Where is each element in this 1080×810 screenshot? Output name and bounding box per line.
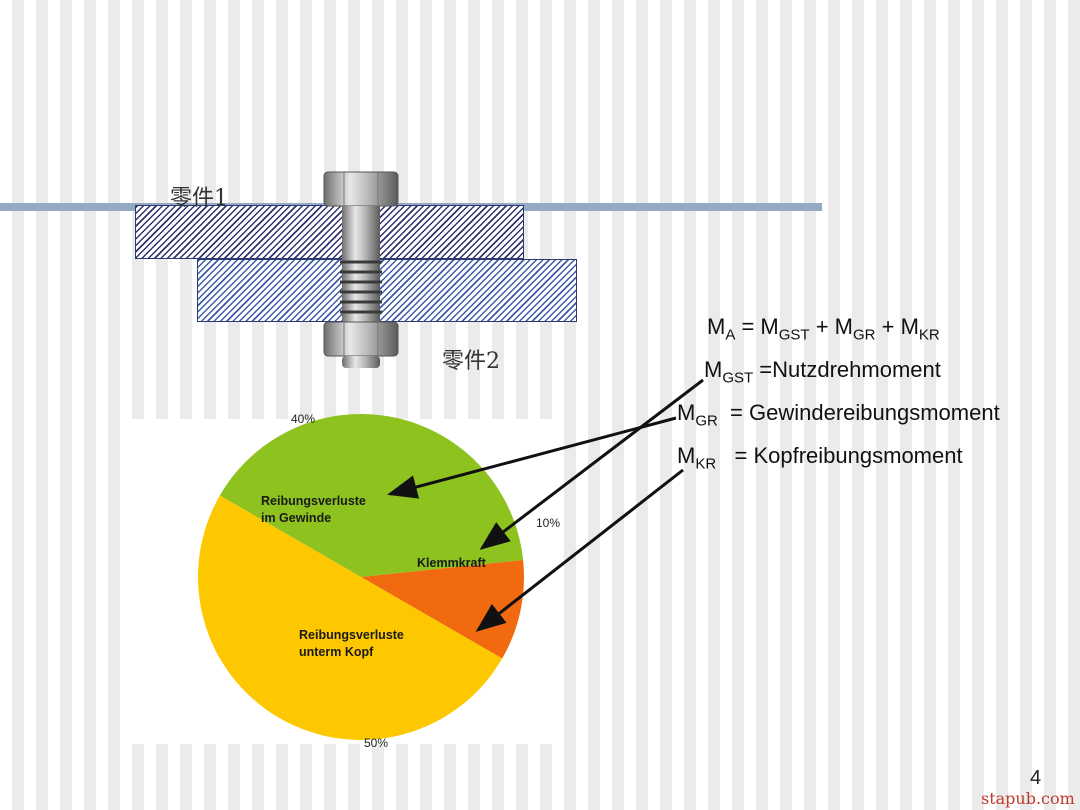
bolt-illustration bbox=[323, 171, 399, 368]
pie-percent-label: 10% bbox=[536, 516, 560, 530]
pie-slice-label: Reibungsverluste bbox=[299, 628, 404, 642]
pie-slice-label: Klemmkraft bbox=[417, 556, 487, 570]
part2-label: 零件2 bbox=[442, 349, 500, 374]
pie-slice-2 bbox=[198, 495, 503, 740]
formula-gr-definition: MGR = Gewindereibungsmoment bbox=[677, 400, 1000, 430]
formula-gst-definition: MGST =Nutzdrehmoment bbox=[704, 357, 941, 387]
pie-slice-label: Reibungsverluste bbox=[261, 494, 366, 508]
pie-slice-label: unterm Kopf bbox=[299, 645, 374, 659]
part1-label: 零件1 bbox=[170, 186, 228, 211]
pie-percent-label: 40% bbox=[291, 412, 315, 426]
pie-chart: Reibungsverluste im Gewinde 40% Klemmkraft 1… bbox=[198, 412, 560, 750]
pie-chart-panel: Reibungsverluste im Gewinde 40% Klemmkraft 1… bbox=[121, 412, 564, 750]
pie-percent-label: 50% bbox=[364, 736, 388, 750]
formula-total-torque: MA = MGST + MGR + MKR bbox=[707, 314, 940, 344]
part1-plate bbox=[135, 205, 524, 259]
pie-slice-label: im Gewinde bbox=[261, 511, 331, 525]
formula-kr-definition: MKR = Kopfreibungsmoment bbox=[677, 443, 963, 473]
watermark: stapub.com bbox=[981, 789, 1075, 808]
page-number: 4 bbox=[1030, 767, 1042, 789]
